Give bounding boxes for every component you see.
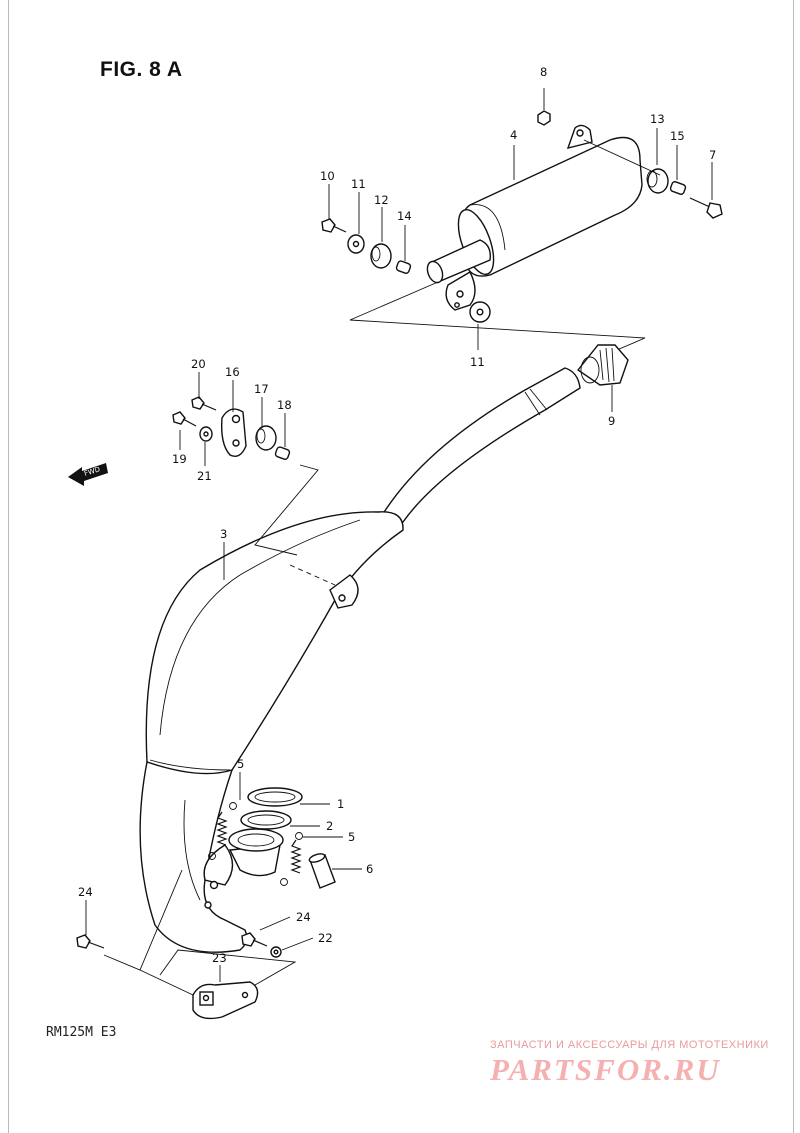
collar-part-15[interactable] [669, 181, 687, 195]
chamber-part-3[interactable] [139, 367, 581, 953]
callout-5-lower: 5 [348, 830, 355, 844]
scan-edge-right [793, 0, 794, 1133]
scan-edge-left [8, 0, 9, 1133]
callout-10: 10 [320, 169, 335, 183]
callout-20: 20 [191, 357, 206, 371]
bolt-part-7[interactable] [689, 197, 723, 219]
callout-24-left: 24 [78, 885, 93, 899]
callout-18: 18 [277, 398, 292, 412]
washer-part-11-upper[interactable] [347, 234, 365, 254]
spring-part-5-left[interactable] [208, 802, 237, 860]
callout-17: 17 [254, 382, 269, 396]
callout-11-upper: 11 [351, 177, 366, 191]
watermark-tagline: ЗАПЧАСТИ И АКСЕССУАРЫ ДЛЯ МОТОТЕХНИКИ [490, 1039, 769, 1051]
callout-11-lower: 11 [470, 355, 485, 369]
bolt-part-20[interactable] [191, 396, 217, 411]
collar-part-14[interactable] [395, 260, 412, 274]
fwd-direction-arrow: FWD [68, 463, 108, 486]
callout-labels: 1 2 3 4 5 5 6 7 8 9 10 11 11 12 13 14 15… [78, 65, 716, 965]
callout-12: 12 [374, 193, 389, 207]
callout-16: 16 [225, 365, 240, 379]
callout-5-upper: 5 [237, 757, 244, 771]
callout-15: 15 [670, 129, 685, 143]
nut-part-8[interactable] [537, 110, 551, 126]
callout-8: 8 [540, 65, 547, 79]
bolt-part-10[interactable] [321, 218, 347, 233]
callout-4: 4 [510, 128, 517, 142]
grommet-part-13[interactable] [646, 168, 669, 194]
callout-3: 3 [220, 527, 227, 541]
callout-22: 22 [318, 931, 333, 945]
callout-21: 21 [197, 469, 212, 483]
callout-23: 23 [212, 951, 227, 965]
figure-title: FIG. 8 A [100, 58, 183, 81]
spring-part-5-right[interactable] [280, 832, 303, 886]
callout-19: 19 [172, 452, 187, 466]
callout-13: 13 [650, 112, 665, 126]
bracket-part-23[interactable] [192, 981, 259, 1020]
bolt-part-24-left[interactable] [76, 934, 105, 949]
rubber-part-6[interactable] [308, 852, 336, 889]
washer-part-11-lower[interactable] [469, 301, 491, 323]
callout-14: 14 [397, 209, 412, 223]
washer-part-22[interactable] [270, 946, 282, 958]
callout-24-right: 24 [296, 910, 311, 924]
callout-9: 9 [608, 414, 615, 428]
callout-6: 6 [366, 862, 373, 876]
watermark-logo: PARTSFOR.RU [490, 1052, 721, 1087]
bolt-part-24-right[interactable] [241, 932, 268, 947]
model-code: RM125M E3 [46, 1025, 117, 1040]
silencer-part-4[interactable] [425, 124, 643, 311]
grommet-part-12[interactable] [370, 243, 392, 269]
joint-pipe [228, 828, 284, 877]
callout-2: 2 [326, 819, 333, 833]
grommet-part-17[interactable] [255, 425, 277, 451]
collar-part-18[interactable] [274, 446, 291, 460]
bracket-part-16[interactable] [220, 408, 247, 458]
callout-7: 7 [709, 148, 716, 162]
gasket-part-1[interactable] [247, 787, 303, 807]
gasket-part-2[interactable] [240, 810, 292, 830]
callout-1: 1 [337, 797, 344, 811]
washer-part-21[interactable] [199, 426, 213, 442]
seal-part-9[interactable] [576, 344, 629, 386]
leader-lines [85, 128, 713, 982]
bolt-part-19[interactable] [172, 411, 197, 427]
